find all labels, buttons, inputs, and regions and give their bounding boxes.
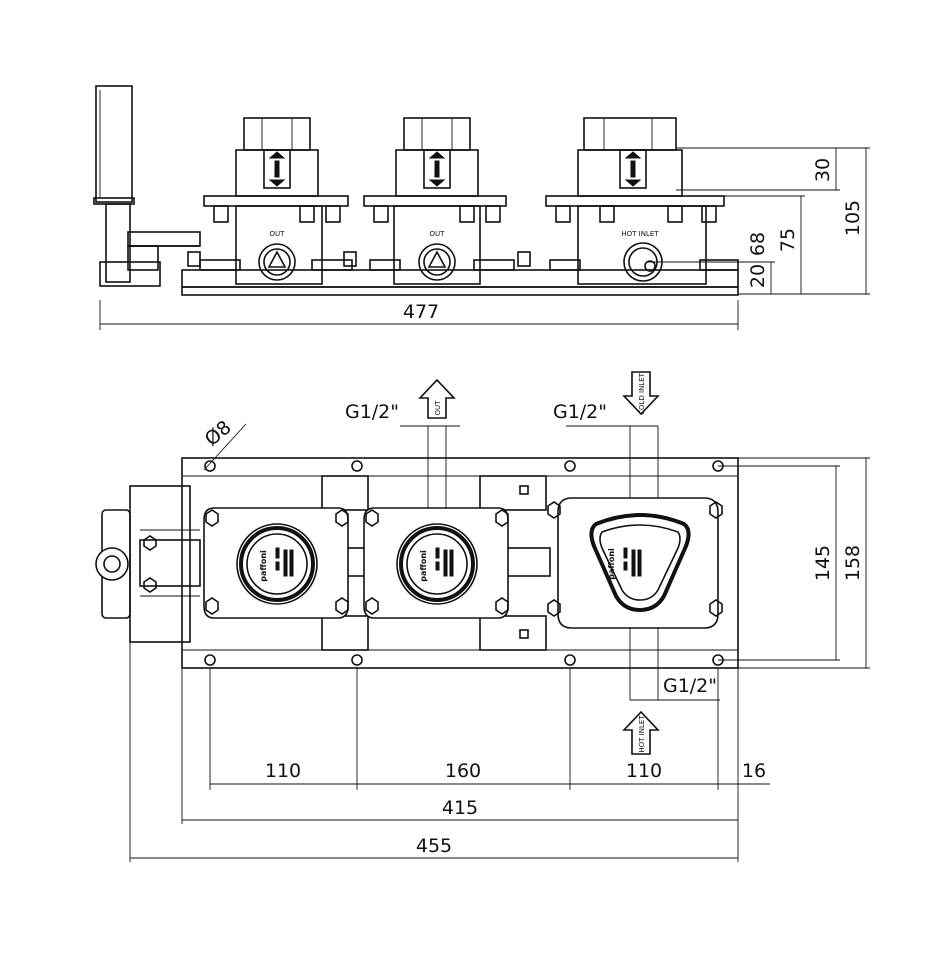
hex-nut-icon bbox=[335, 597, 349, 615]
module-1-label: OUT bbox=[270, 230, 286, 238]
module-2-label: OUT bbox=[430, 230, 446, 238]
dim-spacing-3: 110 bbox=[626, 760, 662, 782]
dim-overall-width: 455 bbox=[416, 835, 452, 857]
front-base-plate bbox=[181, 286, 739, 296]
valve-1-brand: paffoni bbox=[259, 550, 268, 582]
valve-3-brand: paffoni bbox=[607, 548, 616, 580]
valve-body-2: paffoni bbox=[363, 507, 509, 619]
cold-thread: G1/2" bbox=[553, 401, 607, 423]
dim-total-width: 477 bbox=[403, 301, 439, 323]
front-module-1: OUT bbox=[203, 117, 349, 285]
hex-nut-icon bbox=[335, 509, 349, 527]
out-label: OUT bbox=[434, 400, 442, 416]
arrow-down-icon bbox=[622, 371, 660, 416]
screw-icon bbox=[204, 654, 216, 666]
hole-diameter: Ø8 bbox=[201, 416, 236, 450]
screw-icon bbox=[204, 460, 216, 472]
hex-nut-icon bbox=[365, 509, 379, 527]
hex-nut-icon bbox=[495, 509, 509, 527]
hot-inlet-connection: G1/2" HOT INLET bbox=[622, 628, 720, 755]
module-3-label: HOT INLET bbox=[621, 230, 659, 238]
mounting-holes bbox=[204, 460, 724, 666]
hex-nut-icon bbox=[709, 599, 723, 617]
front-view: OUT OUT bbox=[93, 85, 870, 330]
handle-tube bbox=[95, 85, 133, 203]
dim-height-68: 68 bbox=[747, 232, 769, 256]
screw-icon bbox=[564, 460, 576, 472]
valve-2-brand: paffoni bbox=[419, 550, 428, 582]
cold-inlet-connection: COLD INLET G1/2" bbox=[553, 371, 660, 498]
screw-icon bbox=[351, 654, 363, 666]
screw-icon bbox=[351, 460, 363, 472]
dim-height-75: 75 bbox=[777, 228, 799, 252]
arrow-up-icon bbox=[418, 378, 456, 419]
out-connection: OUT G1/2" bbox=[345, 378, 460, 508]
out-thread: G1/2" bbox=[345, 401, 399, 423]
dim-edge-offset: 16 bbox=[742, 760, 766, 782]
dim-spacing-1: 110 bbox=[265, 760, 301, 782]
dim-total-height: 105 bbox=[842, 200, 864, 236]
plan-view: paffoni paffoni bbox=[95, 371, 870, 862]
pipe-clamp bbox=[95, 547, 129, 581]
hex-nut-icon bbox=[495, 597, 509, 615]
cold-label: COLD INLET bbox=[638, 372, 646, 415]
hex-nut-icon bbox=[205, 509, 219, 527]
arrow-up-icon bbox=[622, 710, 660, 755]
mounting-plate bbox=[181, 457, 739, 669]
dim-head-height: 30 bbox=[812, 158, 834, 182]
hex-nut-icon bbox=[709, 501, 723, 519]
hex-nut-icon bbox=[547, 501, 561, 519]
hot-label: HOT INLET bbox=[638, 715, 646, 753]
hex-nut-icon bbox=[365, 597, 379, 615]
valve-body-1: paffoni bbox=[203, 507, 349, 619]
dim-inner-height: 145 bbox=[812, 545, 834, 581]
left-bracket bbox=[129, 485, 191, 643]
dim-spacing-2: 160 bbox=[445, 760, 481, 782]
hex-nut-icon bbox=[547, 599, 561, 617]
hex-nut-icon bbox=[205, 597, 219, 615]
dim-overall-height: 158 bbox=[842, 545, 864, 581]
valve-body-3: paffoni bbox=[547, 497, 723, 629]
front-module-2: OUT bbox=[363, 117, 507, 285]
hot-thread: G1/2" bbox=[663, 675, 717, 697]
dim-base-height: 20 bbox=[747, 264, 769, 288]
screw-icon bbox=[564, 654, 576, 666]
dim-hole-span: 415 bbox=[442, 797, 478, 819]
front-module-3: HOT INLET bbox=[545, 117, 725, 285]
